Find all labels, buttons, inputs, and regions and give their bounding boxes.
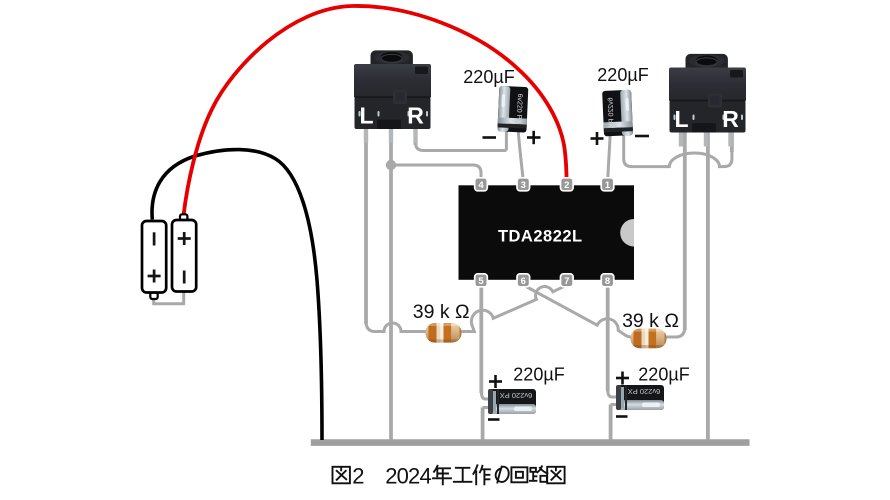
svg-text:6: 6 [521,276,526,287]
svg-text:5: 5 [478,276,484,287]
svg-text:2: 2 [352,463,364,488]
svg-text:220µF: 220µF [463,67,514,87]
svg-text:TDA2822L: TDA2822L [498,227,583,245]
svg-text:7: 7 [564,276,569,287]
svg-text:3: 3 [521,180,526,191]
svg-text:8: 8 [605,276,610,287]
svg-text:1: 1 [605,180,611,191]
svg-text:220µF: 220µF [513,365,564,385]
svg-text:220µF: 220µF [638,365,689,385]
svg-text:39 k Ω: 39 k Ω [413,301,470,323]
svg-text:220µF: 220µF [597,65,648,85]
svg-text:4: 4 [478,180,484,191]
svg-text:2: 2 [564,180,569,191]
svg-text:39 k Ω: 39 k Ω [622,310,679,332]
svg-text:2024: 2024 [385,463,431,488]
